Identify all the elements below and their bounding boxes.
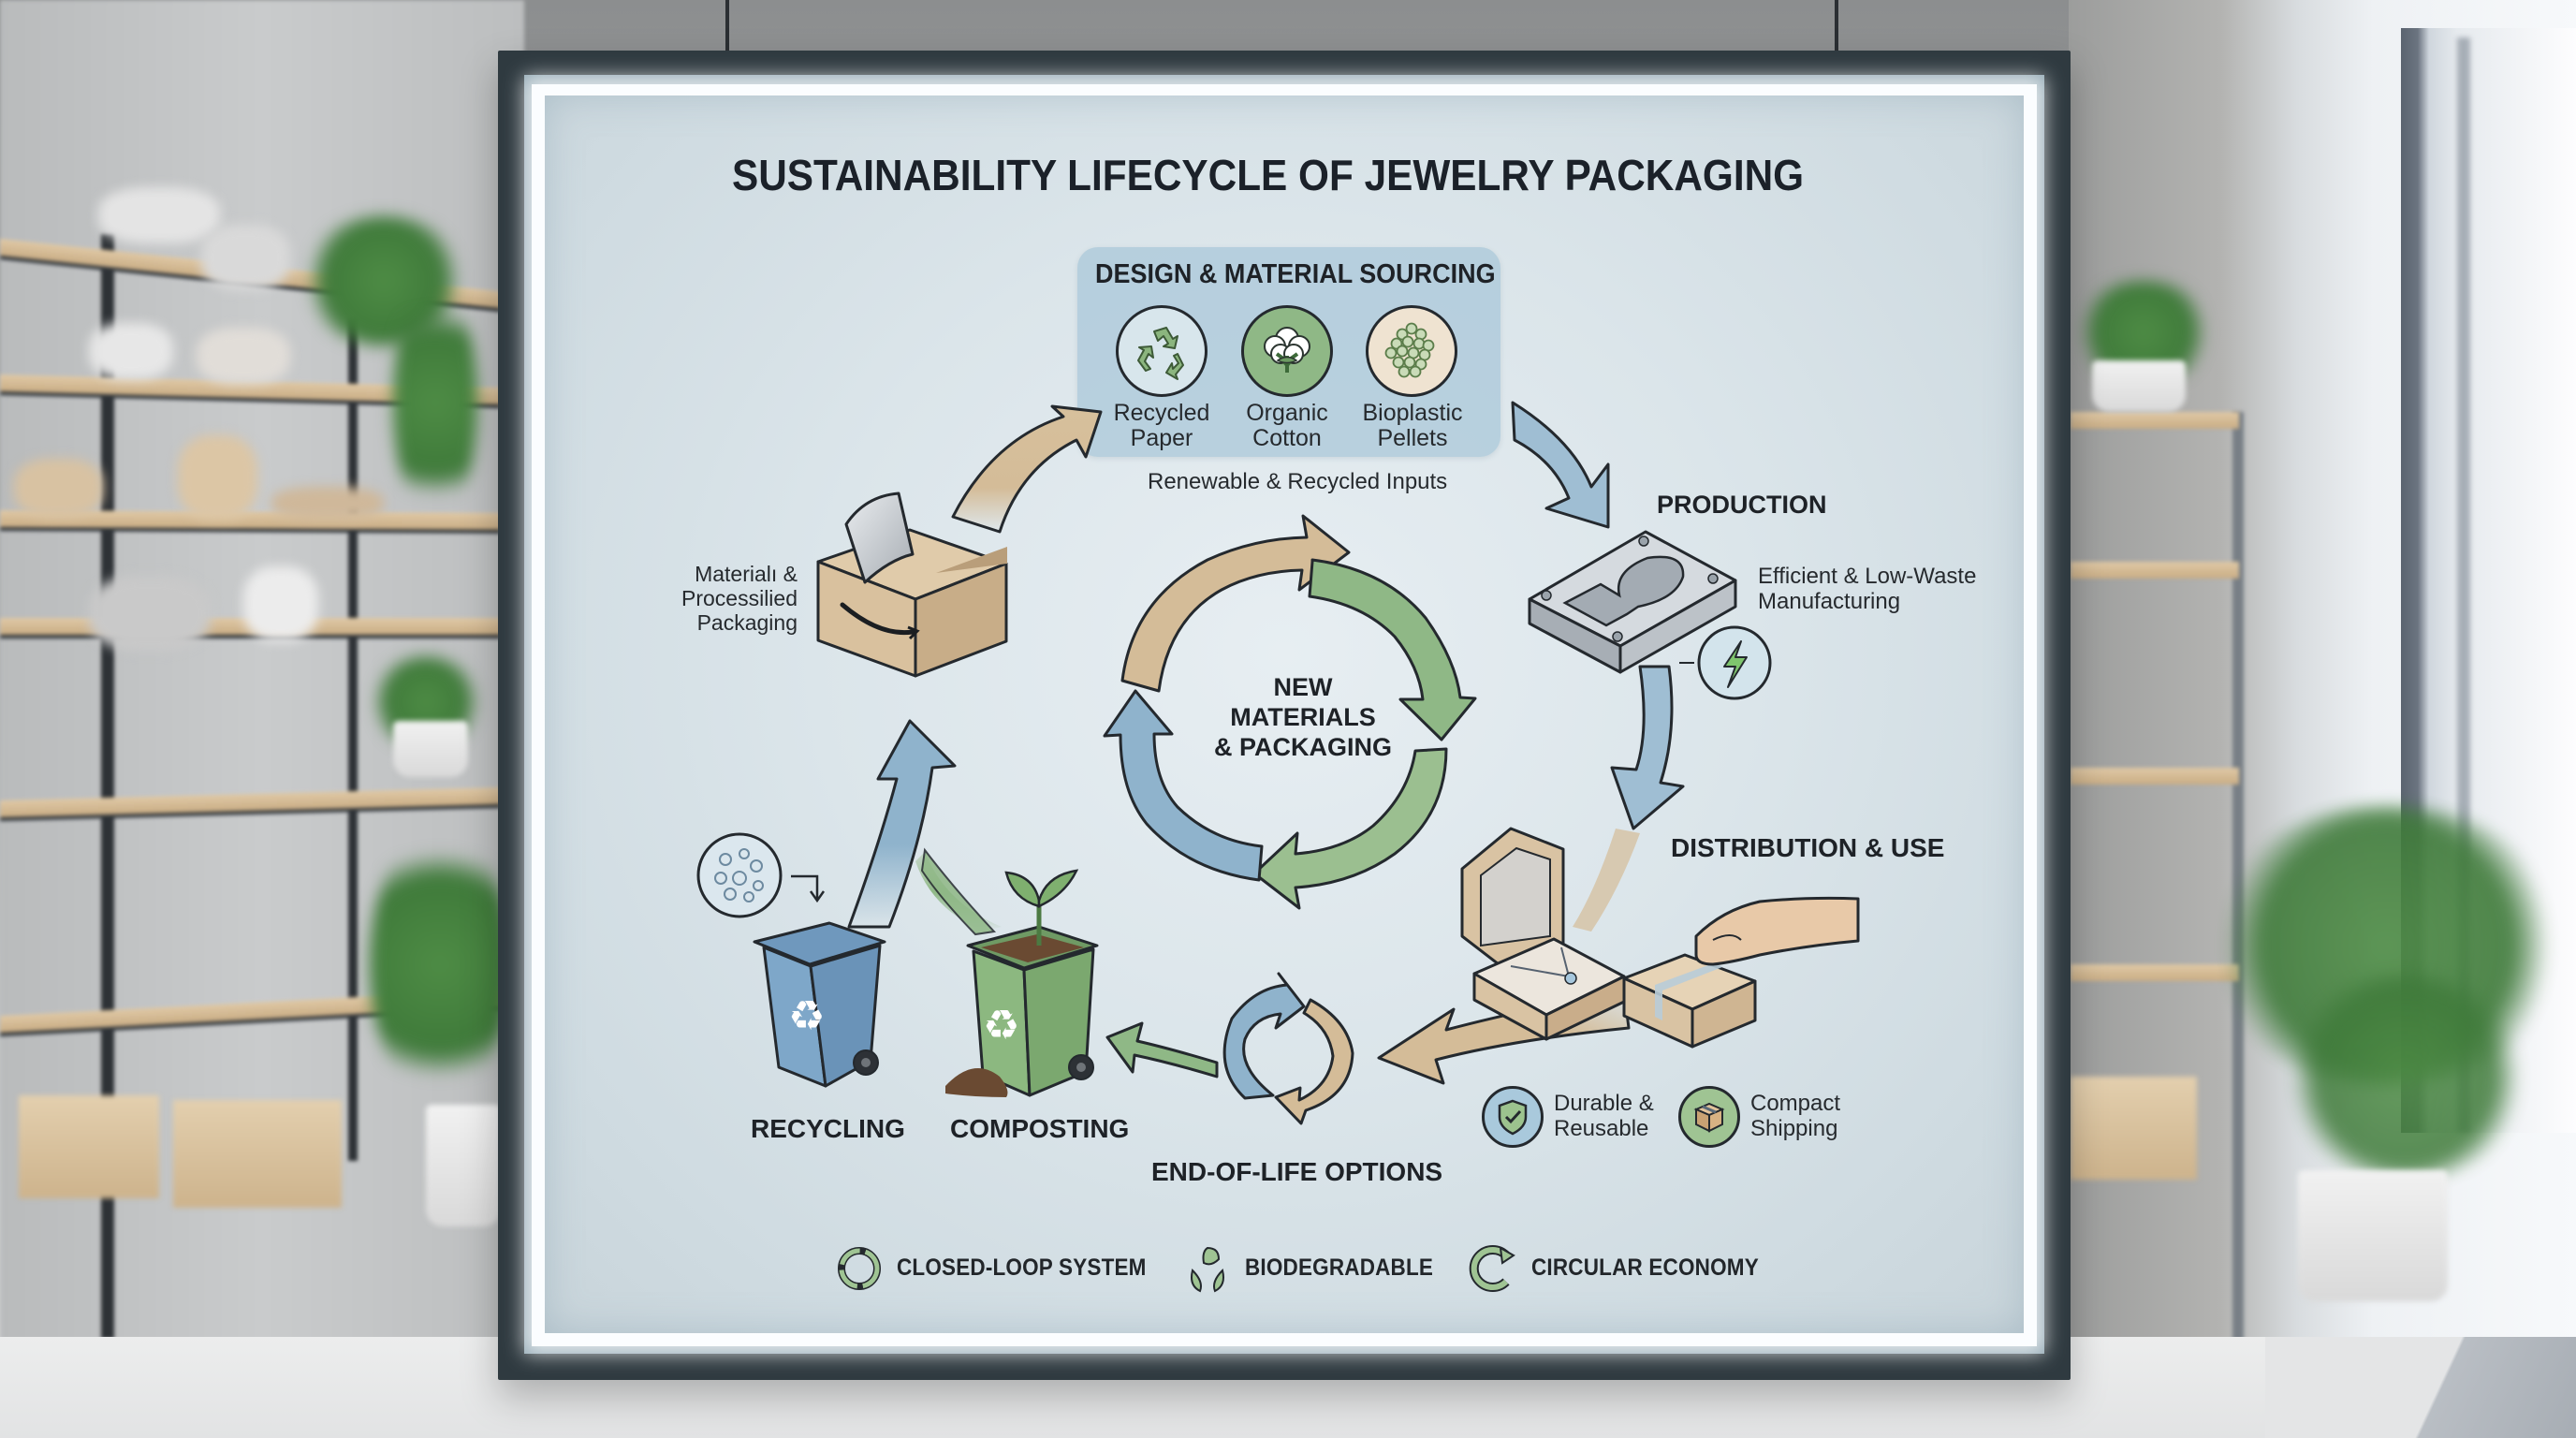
feature-durable-reusable: Durable & Reusable: [1554, 1091, 1654, 1141]
storage-box: [19, 1095, 159, 1198]
storage-box: [2071, 1077, 2197, 1180]
arrow-green-branch: [920, 847, 997, 936]
cotton-icon: [1241, 305, 1333, 397]
decor-item: [271, 487, 384, 520]
plant: [370, 824, 510, 1105]
jewelry-display: [178, 435, 257, 520]
material-label-bioplastic-pellets: Bioplastic Pellets: [1362, 400, 1463, 451]
shelf-post: [348, 318, 358, 1161]
decor-item: [89, 323, 173, 379]
pellet: [1401, 335, 1414, 348]
arrow-to-sourcing: [951, 404, 1103, 534]
material-label-organic-cotton: Organic Cotton: [1246, 400, 1328, 451]
composting-label: COMPOSTING: [950, 1114, 1130, 1143]
arrow-recycling-up: [847, 719, 957, 929]
legend-biodegradable: BIODEGRADABLE: [1245, 1255, 1434, 1281]
shipping-box-icon: [1678, 1086, 1740, 1148]
decor-item: [98, 187, 220, 243]
legend-closed-loop: CLOSED-LOOP SYSTEM: [897, 1255, 1147, 1281]
material-label-recycled-paper: Recycled Paper: [1113, 400, 1210, 451]
production-heading: PRODUCTION: [1657, 491, 1827, 519]
vase: [243, 566, 318, 641]
decor-item: [201, 225, 290, 290]
arrow-to-composting: [1105, 1021, 1219, 1078]
hand-sealing-box-icon: [1622, 896, 1860, 1049]
plant-pot: [2298, 1170, 2448, 1301]
plant: [393, 281, 477, 524]
pellets-icon: [1366, 305, 1457, 397]
recycle-icon: [1116, 305, 1208, 397]
plant-pot: [426, 1105, 501, 1226]
storage-box: [173, 1100, 342, 1208]
arrow-to-production: [1511, 401, 1610, 529]
sourcing-caption: Renewable & Recycled Inputs: [1148, 469, 1448, 494]
closed-loop-icon: [838, 1247, 881, 1290]
biodegradable-icon: [1191, 1246, 1224, 1293]
distribution-heading: DISTRIBUTION & USE: [1671, 833, 1945, 862]
shelf: [2071, 964, 2239, 981]
svg-text:♻: ♻: [788, 992, 825, 1040]
page-title: SUSTAINABILITY LIFECYCLE OF JEWELRY PACK…: [732, 151, 1805, 199]
production-caption: Efficient & Low-Waste Manufacturing: [1758, 564, 1977, 614]
legend-circular-economy: CIRCULAR ECONOMY: [1531, 1255, 1759, 1281]
pellet: [1384, 346, 1398, 360]
central-cycle: [1103, 514, 1477, 910]
shelf: [2071, 412, 2239, 429]
plant-pot: [2092, 360, 2186, 412]
pellet: [1398, 365, 1411, 378]
arrow-from-distribution-tan: [1573, 829, 1640, 932]
pellet: [1403, 356, 1416, 369]
lightning-icon: [1679, 625, 1772, 700]
compost-bin-icon: ♻: [945, 869, 1099, 1097]
feature-compact-shipping: Compact Shipping: [1750, 1091, 1841, 1141]
svg-text:♻: ♻: [983, 1002, 1019, 1049]
plant-pot: [393, 721, 468, 777]
vase: [89, 576, 211, 651]
cardboard-box-icon: [816, 492, 1008, 678]
hanging-wire-right: [1835, 0, 1838, 52]
reprocessed-packaging-label: Materialı & Processilied Packaging: [681, 562, 798, 635]
circular-economy-icon: [1469, 1245, 1515, 1292]
sourcing-heading: DESIGN & MATERIAL SOURCING: [1095, 259, 1496, 289]
plastic-pellets-icon: [696, 832, 826, 918]
shelf: [2071, 768, 2239, 785]
pellet: [1409, 365, 1422, 378]
end-of-life-cycle-icon: [1222, 972, 1354, 1125]
shield-check-icon: [1482, 1086, 1544, 1148]
end-of-life-heading: END-OF-LIFE OPTIONS: [1151, 1157, 1443, 1186]
monstera-plant: [2284, 974, 2527, 1180]
pellet: [1405, 322, 1418, 335]
recycling-label: RECYCLING: [751, 1114, 905, 1143]
pellet: [1396, 345, 1409, 358]
mold-icon: [1528, 530, 1737, 674]
cycle-center-label: NEW MATERIALS & PACKAGING: [1213, 673, 1392, 761]
decor-item: [197, 328, 290, 384]
table-edge: [2265, 1337, 2576, 1438]
arrow-to-distribution: [1610, 665, 1685, 830]
shelf: [2071, 562, 2239, 579]
hanging-wire-left: [725, 0, 729, 52]
jewelry-box-icon: [1460, 827, 1626, 1041]
pellet: [1392, 356, 1405, 369]
recycling-bin-icon: ♻: [753, 921, 886, 1088]
jewelry-display: [14, 459, 103, 517]
